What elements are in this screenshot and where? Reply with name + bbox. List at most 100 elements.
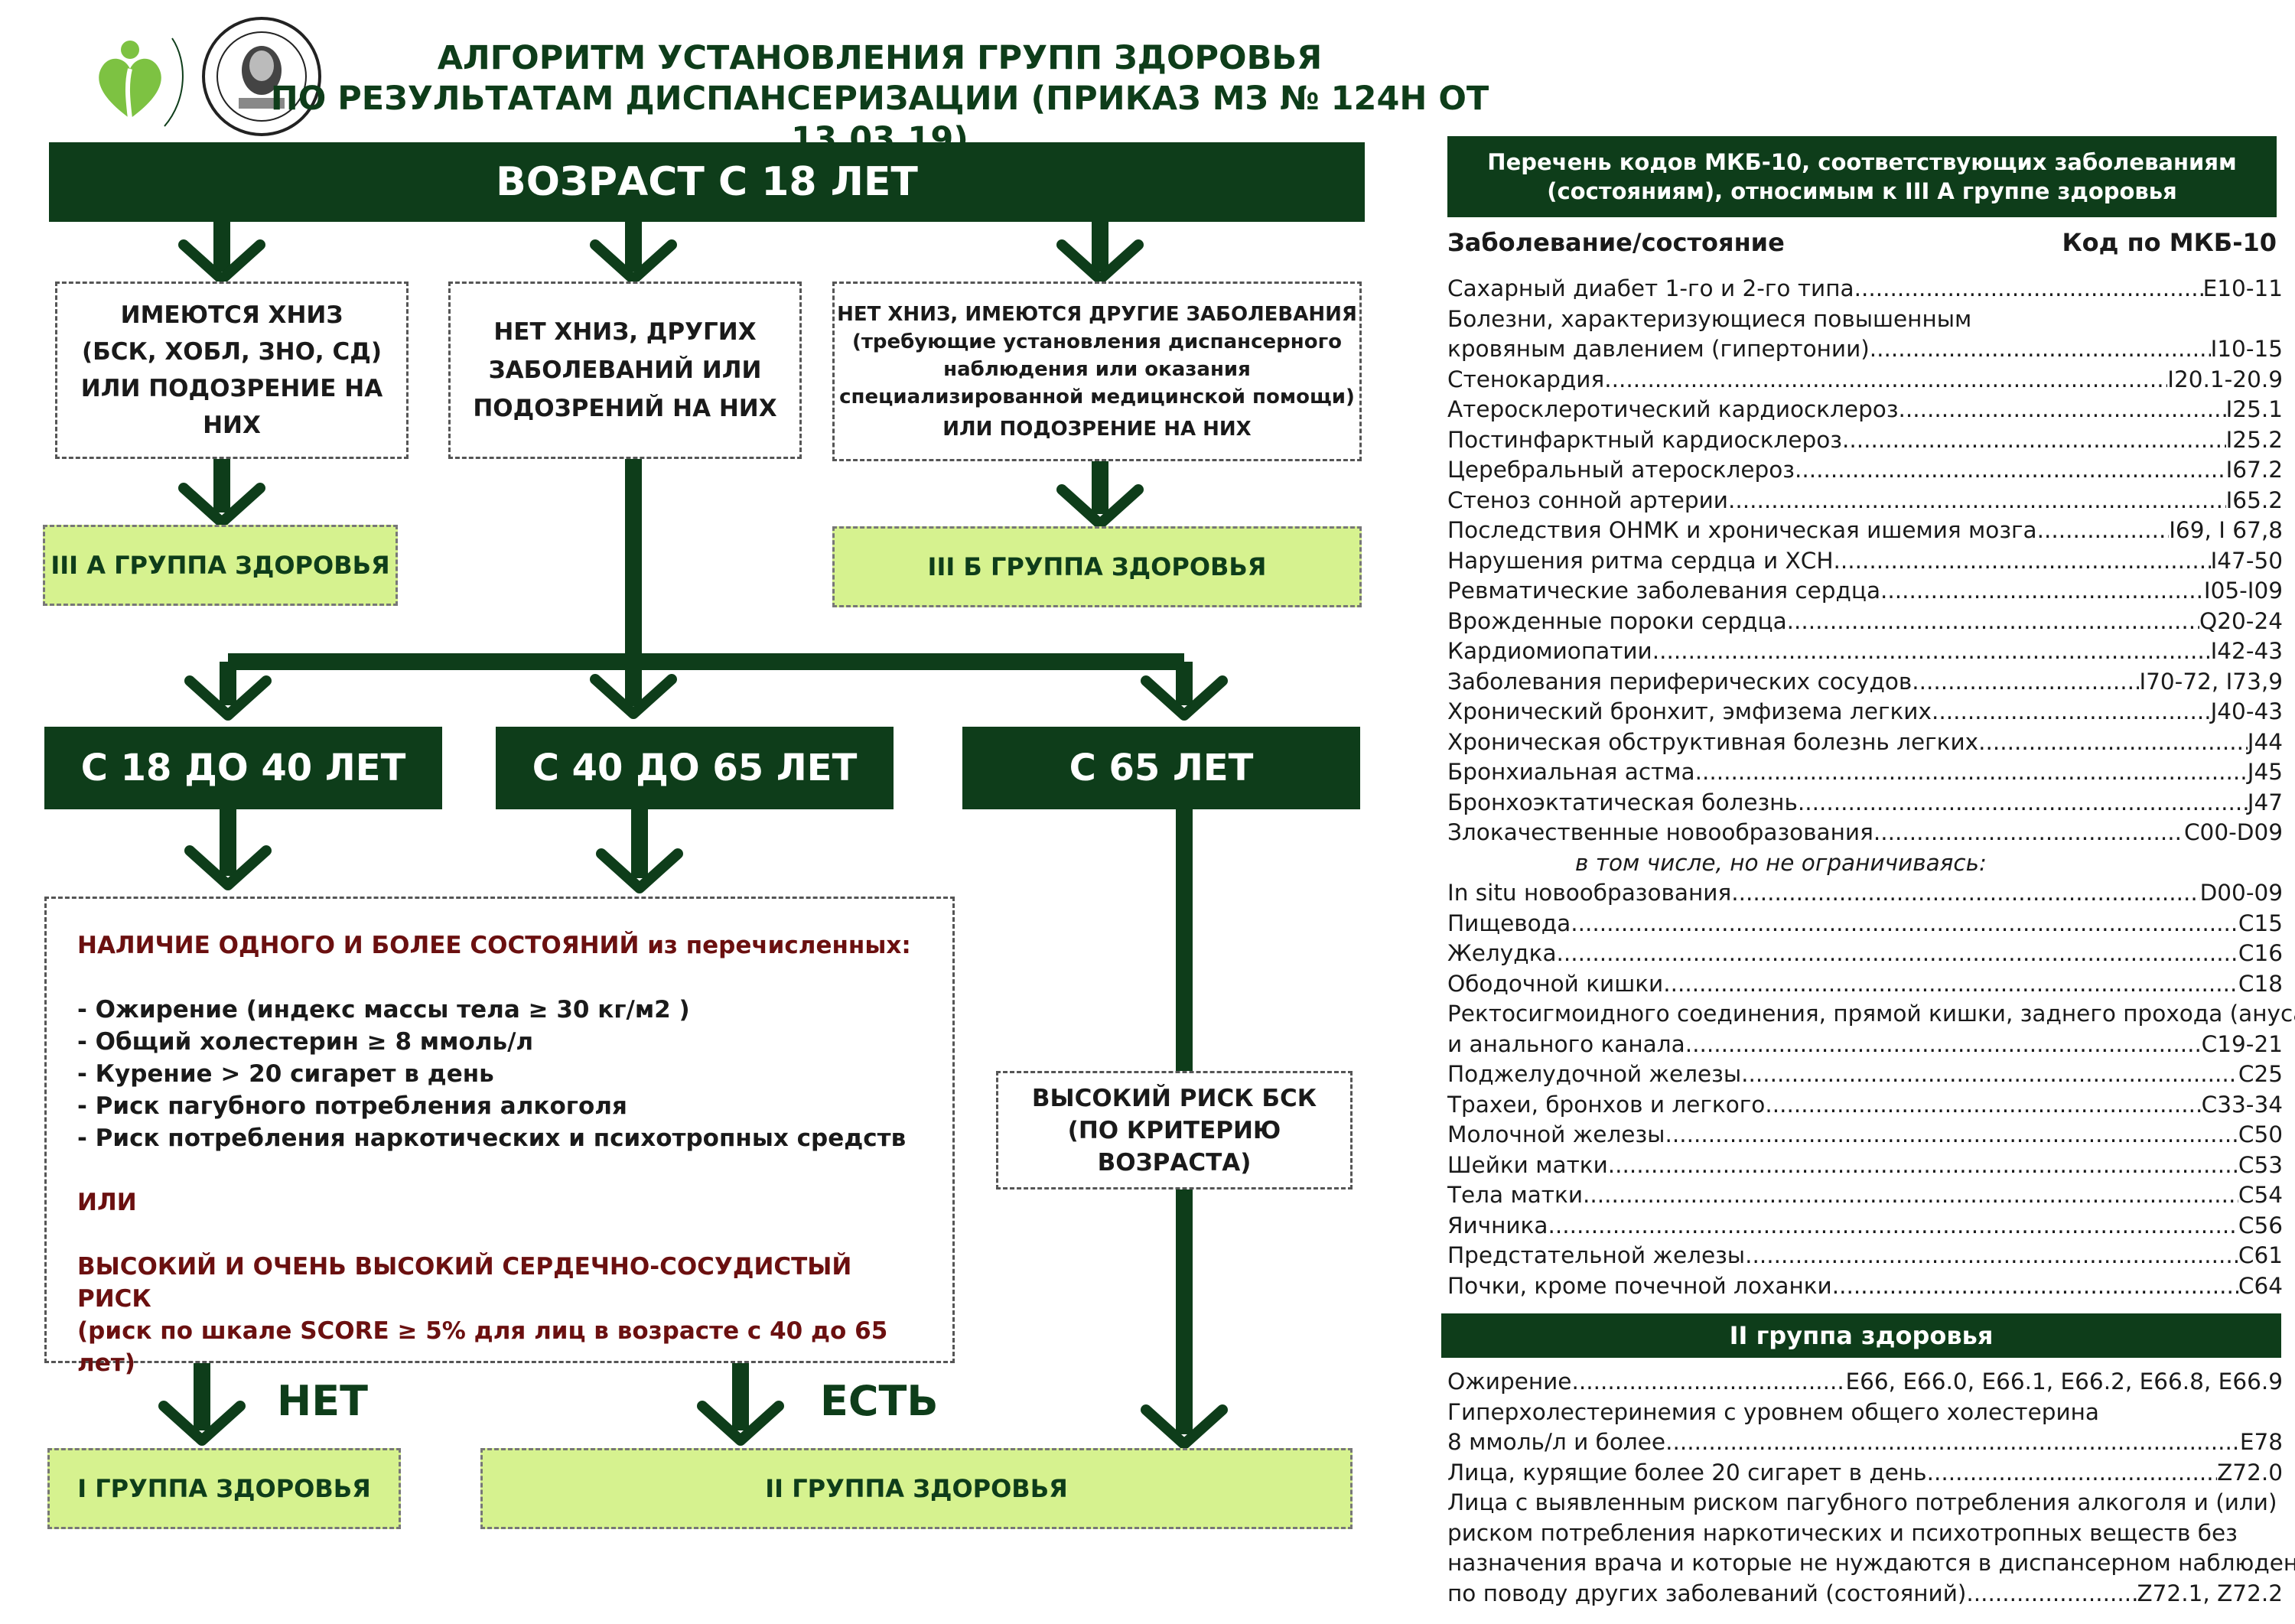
box-chronic-diseases: ИМЕЮТСЯ ХНИЗ (БСК, ХОБЛ, ЗНО, СД) ИЛИ ПО…: [55, 282, 409, 459]
high-risk-line-3: ВОЗРАСТА): [1097, 1148, 1252, 1177]
code-row-name: Кардиомиопатии: [1447, 638, 1652, 664]
heart-leaf-icon: [99, 37, 184, 127]
code-row-leader: [1899, 395, 2226, 425]
code-row-leader: [1652, 636, 2211, 667]
box2-line-1: НЕТ ХНИЗ, ДРУГИХ: [493, 318, 757, 346]
code-row-leader: [1795, 455, 2226, 486]
box3-line-5: ИЛИ ПОДОЗРЕНИЕ НА НИХ: [942, 417, 1252, 441]
code-row: Сахарный диабет 1-го и 2-го типаE10-11: [1447, 274, 2283, 304]
code-row: Тела маткиC54: [1447, 1180, 2283, 1211]
box1-line-2: (БСК, ХОБЛ, ЗНО, СД): [81, 338, 382, 366]
code-row-leader: [1571, 1367, 1845, 1398]
code-row: Бронхиальная астмаJ45: [1447, 757, 2283, 788]
group-1: I ГРУППА ЗДОРОВЬЯ: [47, 1448, 401, 1529]
code-row: Молочной железыC50: [1447, 1120, 2283, 1150]
code-row: и анального каналаC19-21: [1447, 1030, 2283, 1060]
code-row-leader: [1932, 697, 2211, 727]
code-row-name: Стеноз сонной артерии: [1447, 487, 1728, 513]
code-row-name: и анального канала: [1447, 1030, 1685, 1057]
code-row-name: Шейки матки: [1447, 1151, 1608, 1178]
code-row-code: C54: [2238, 1182, 2283, 1208]
code-row-code: Z72.0: [2217, 1459, 2283, 1486]
code-row-name: In situ новообразования: [1447, 880, 1732, 906]
code-row-text: Лица с выявленным риском пагубного потре…: [1447, 1489, 2277, 1515]
code-row-code: E78: [2239, 1429, 2283, 1455]
code-row-leader: [1745, 1241, 2238, 1271]
code-row-leader: [1731, 878, 2199, 909]
code-row: кровяным давлением (гипертонии) I10-15: [1447, 334, 2283, 365]
code-row: Нарушения ритма сердца и ХСНI47-50: [1447, 546, 2283, 577]
yes-label: ЕСТЬ: [820, 1377, 939, 1425]
code-row-name: Молочной железы: [1447, 1121, 1665, 1147]
code-row-name: Заболевания периферических сосудов: [1447, 668, 1912, 695]
code-row: Злокачественные новообразованияC00-D09: [1447, 818, 2283, 848]
box-other-diseases: НЕТ ХНИЗ, ИМЕЮТСЯ ДРУГИЕ ЗАБОЛЕВАНИЯ (тр…: [832, 282, 1362, 461]
code-row-name: кровяным давлением (гипертонии): [1447, 336, 1870, 362]
code-row: Трахеи, бронхов и легкогоC33-34: [1447, 1090, 2283, 1121]
code-row-leader: [1798, 788, 2248, 819]
code-row: Хроническая обструктивная болезнь легких…: [1447, 727, 2283, 758]
code-row-code: J45: [2247, 759, 2283, 785]
code-row-name: Постинфарктный кардиосклероз: [1447, 426, 1842, 453]
code-row: Постинфарктный кардиосклероз I25.2: [1447, 425, 2283, 456]
condition-item: - Общий холестерин ≥ 8 ммоль/л: [77, 1028, 534, 1056]
code-row: ПищеводаC15: [1447, 909, 2283, 939]
code-row-name: Пищевода: [1447, 910, 1571, 936]
box3-line-2: (требующие установления диспансерного: [851, 330, 1343, 353]
code-row-code: I47-50: [2210, 547, 2283, 574]
conditions-heading: НАЛИЧИЕ ОДНОГО И БОЛЕЕ СОСТОЯНИЙ из пере…: [77, 932, 911, 959]
code-row: Лица, курящие более 20 сигарет в день Z72…: [1447, 1458, 2283, 1489]
age-band-40-65-label: С 40 ДО 65 ЛЕТ: [532, 747, 858, 789]
code-row: Ожирение E66, E66.0, E66.1, E66.2, E66.8,…: [1447, 1367, 2283, 1398]
code-row-name: Ожирение: [1447, 1369, 1572, 1395]
code-row-leader: [1842, 425, 2226, 456]
code-row-text: Гиперхолестеринемия с уровнем общего хол…: [1447, 1398, 2099, 1425]
high-risk-line-2: (ПО КРИТЕРИЮ: [1067, 1116, 1281, 1144]
age-band-18-40: С 18 ДО 40 ЛЕТ: [44, 727, 442, 809]
group-3a-label: III А ГРУППА ЗДОРОВЬЯ: [50, 551, 390, 580]
box2-line-3: ПОДОЗРЕНИЙ НА НИХ: [473, 395, 777, 422]
code-row-leader: [1604, 365, 2167, 395]
box2-line-2: ЗАБОЛЕВАНИЙ ИЛИ: [488, 356, 762, 384]
code-row-name: Ободочной кишки: [1447, 970, 1664, 997]
age-bar-label: ВОЗРАСТ С 18 ЛЕТ: [496, 159, 918, 205]
code-row-name: Врожденные пороки сердца: [1447, 607, 1787, 634]
code-row-code: I25.2: [2225, 426, 2283, 453]
code-row-name: Ревматические заболевания сердца: [1447, 578, 1881, 604]
code-row-text: Ректосигмоидного соединения, прямой кишк…: [1447, 1001, 2295, 1027]
logo-society: [200, 15, 323, 138]
code-row: СтенокардияI20.1-20.9: [1447, 365, 2283, 395]
code-row-name: Хроническая обструктивная болезнь легких: [1447, 728, 1979, 755]
code-row-code: I69, I 67,8: [2169, 517, 2283, 543]
code-row-code: Q20-24: [2199, 607, 2283, 634]
code-row-code: C16: [2238, 940, 2283, 966]
code-row-name: Лица, курящие более 20 сигарет в день: [1447, 1459, 1927, 1486]
code-row-leader: [1665, 1427, 2240, 1458]
group-3b-label: III Б ГРУППА ЗДОРОВЬЯ: [927, 552, 1267, 581]
code-row-leader: [1548, 1211, 2238, 1242]
high-risk-box: ВЫСОКИЙ РИСК БСК (ПО КРИТЕРИЮ ВОЗРАСТА): [996, 1071, 1353, 1190]
group-1-label: I ГРУППА ЗДОРОВЬЯ: [77, 1474, 371, 1503]
code-row-leader: [1571, 909, 2238, 939]
box-no-diseases: НЕТ ХНИЗ, ДРУГИХ ЗАБОЛЕВАНИЙ ИЛИ ПОДОЗРЕ…: [448, 282, 802, 459]
code-row-leader: [2037, 516, 2170, 546]
code-row-name: Хронический бронхит, эмфизема легких: [1447, 698, 1932, 724]
code-row-text: Болезни, характеризующиеся повышенным: [1447, 305, 1972, 332]
code-row-code: I10-15: [2210, 336, 2283, 362]
condition-item: - Риск пагубного потребления алкоголя: [77, 1092, 627, 1120]
group-2-label: II ГРУППА ЗДОРОВЬЯ: [765, 1474, 1068, 1503]
code-row-code: C33-34: [2201, 1091, 2283, 1118]
box3-line-4: специализированной медицинской помощи): [839, 385, 1355, 408]
code-row-code: E66, E66.0, E66.1, E66.2, E66.8, E66.9: [1845, 1369, 2283, 1395]
conditions-or: ИЛИ: [77, 1189, 137, 1216]
code-row-leader: [1765, 1090, 2201, 1121]
code-row-leader: [1880, 576, 2204, 607]
age-band-65-plus-label: С 65 ЛЕТ: [1069, 747, 1254, 789]
condition-item: - Курение > 20 сигарет в день: [77, 1060, 494, 1088]
group-3b: III Б ГРУППА ЗДОРОВЬЯ: [832, 526, 1362, 607]
code-row-leader: [1966, 1579, 2137, 1609]
condition-item: - Ожирение (индекс массы тела ≥ 30 кг/м2…: [77, 996, 690, 1024]
box1-line-1: ИМЕЮТСЯ ХНИЗ: [120, 301, 343, 329]
code-row-name: 8 ммоль/л и более: [1447, 1429, 1666, 1455]
code-row-code: C53: [2238, 1151, 2283, 1178]
